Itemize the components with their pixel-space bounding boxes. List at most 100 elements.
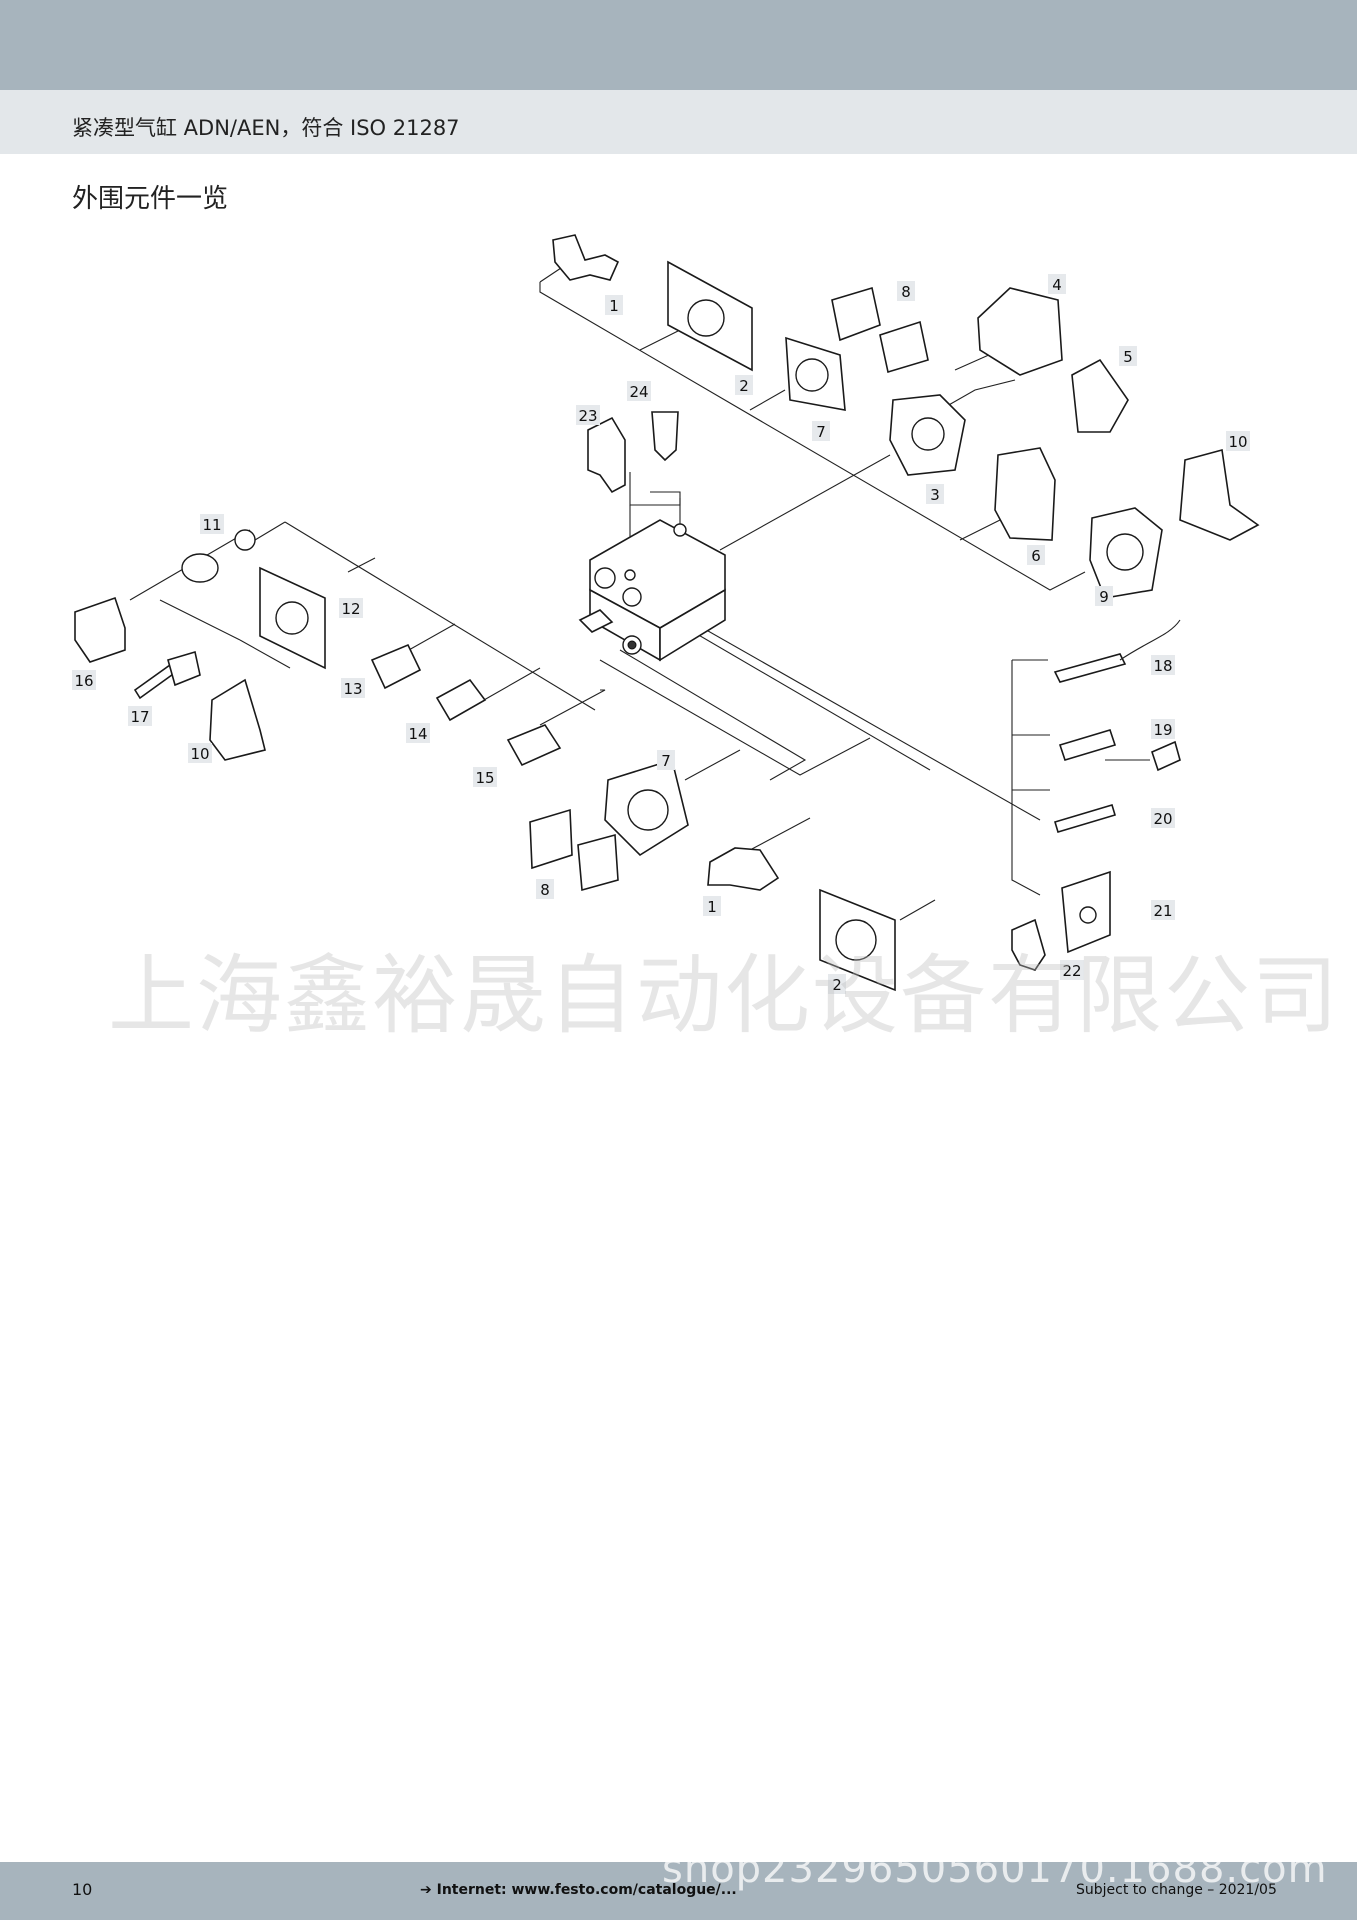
subject-to-change: Subject to change – 2021/05 [1076,1882,1277,1898]
callout-number: 1 [609,297,619,315]
callout-label-2: 2 [828,974,846,994]
watermark-shop-url: shop2329650560170.1688.com [662,1846,1328,1892]
part-2-flange-mounting-bottom [819,888,896,992]
callout-number: 2 [739,377,749,395]
callout-number: 7 [816,423,826,441]
section-title: 外围元件一览 [72,184,229,214]
callout-label-1: 1 [703,896,721,916]
part-13-rod-clevis [370,643,422,690]
compact-cylinder [578,519,726,662]
watermark-company: 上海鑫裕晟自动化设备有限公司 [108,946,1340,1046]
callout-label-10: 10 [188,743,212,763]
callout-label-17: 17 [128,706,152,726]
callout-number: 3 [930,486,940,504]
callout-label-8: 8 [536,879,554,899]
header-band [0,0,1357,90]
part-17-adapter [133,650,201,700]
callout-number: 9 [1099,588,1109,606]
callout-number: 19 [1153,721,1172,739]
callout-label-18: 18 [1151,655,1175,675]
part-12-flange-plate [259,566,326,670]
footer-band [0,1862,1357,1920]
part-15-self-aligning-coupler [506,724,562,767]
part-2-flange-mounting [667,260,753,372]
callout-label-20: 20 [1151,808,1175,828]
part-5-clevis-foot [1071,358,1129,433]
part-19-connector [1151,740,1181,772]
part-11-rod-eye [181,529,256,583]
callout-number: 10 [190,745,209,763]
callout-label-1: 1 [605,295,623,315]
part-7-trunnion-flange-bottom [604,758,689,857]
part-4-swivel-flange [977,287,1063,376]
callout-label-7: 7 [657,750,675,770]
callout-number: 16 [74,672,93,690]
callout-number: 6 [1031,547,1041,565]
callout-label-4: 4 [1048,274,1066,294]
callout-number: 10 [1228,433,1247,451]
callout-number: 23 [578,407,597,425]
callout-number: 4 [1052,276,1062,294]
callout-label-22: 22 [1060,960,1084,980]
part-8-trunnion-support [831,286,881,342]
part-9-flange-mounting [1089,507,1163,599]
callout-label-23: 23 [576,405,600,425]
callout-label-7: 7 [812,421,830,441]
part-3-swivel-flange [889,394,966,476]
callout-number: 15 [475,769,494,787]
part-10-clevis-foot-top [1179,448,1260,541]
part-7-trunnion-flange [785,336,846,411]
part-20-slot-cover [1054,804,1116,833]
callout-label-14: 14 [406,723,430,743]
callout-number: 13 [343,680,362,698]
callout-number: 8 [540,881,550,899]
part-14-rod-clevis [435,678,487,722]
part-23-push-in-fitting [587,416,626,494]
callout-label-8: 8 [897,281,915,301]
callout-number: 22 [1062,962,1081,980]
callout-label-24: 24 [627,381,651,401]
callout-number: 2 [832,976,842,994]
page-number: 10 [72,1880,93,1899]
part-16-coupling-piece [74,596,126,663]
callout-number: 11 [202,516,221,534]
callout-label-13: 13 [341,678,365,698]
callout-number: 5 [1123,348,1133,366]
callout-label-9: 9 [1095,586,1113,606]
callout-number: 8 [901,283,911,301]
part-19-proximity-sensor [1058,729,1117,761]
part-8-trunnion-support-bottom-b [577,833,619,892]
callout-number: 7 [661,752,671,770]
title-band [0,90,1357,154]
callout-number: 12 [341,600,360,618]
callout-label-19: 19 [1151,719,1175,739]
callout-number: 18 [1153,657,1172,675]
callout-label-12: 12 [339,598,363,618]
part-1-foot-mounting-bottom [707,847,780,891]
part-18-proximity-sensor [1053,653,1127,683]
callout-number: 14 [408,725,427,743]
callout-number: 24 [629,383,648,401]
callout-number: 17 [130,708,149,726]
part-8-trunnion-support-bottom [529,808,573,870]
callout-number: 20 [1153,810,1172,828]
callout-label-21: 21 [1151,900,1175,920]
part-1-foot-mounting [552,234,620,281]
callout-number: 21 [1153,902,1172,920]
callout-label-2: 2 [735,375,753,395]
document-title: 紧凑型气缸 ADN/AEN，符合 ISO 21287 [72,116,460,140]
part-22-solenoid-valve [1011,918,1046,971]
part-8-trunnion-support-b [879,320,929,374]
callout-label-11: 11 [200,514,224,534]
part-10-clevis-foot-left [209,678,266,761]
callout-label-6: 6 [1027,545,1045,565]
callout-label-15: 15 [473,767,497,787]
callout-number: 1 [707,898,717,916]
part-6-cover [994,447,1056,541]
callout-label-16: 16 [72,670,96,690]
part-24-push-in-fitting [651,411,679,462]
callout-label-3: 3 [926,484,944,504]
internet-link[interactable]: ➔ Internet: www.festo.com/catalogue/... [420,1882,737,1898]
